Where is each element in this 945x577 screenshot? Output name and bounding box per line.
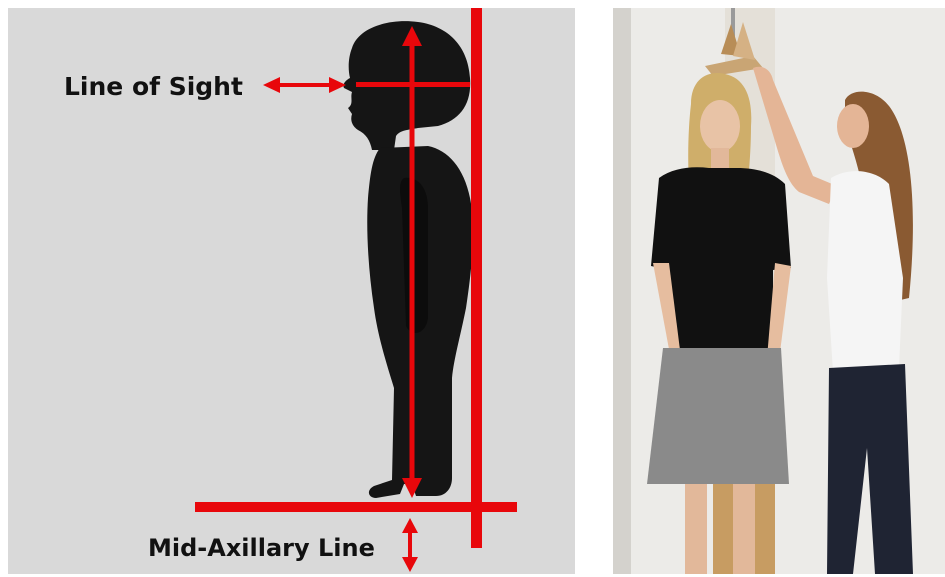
- height-measurement-diagram: Line of Sight Mid-Axillary Line: [8, 8, 575, 574]
- sight-arrow-right-head: [329, 77, 346, 93]
- child-silhouette: [343, 21, 473, 498]
- height-measurement-photo: [613, 8, 945, 574]
- vertical-back-board-line: [471, 8, 482, 548]
- floor-line: [195, 502, 517, 512]
- mid-axillary-line-label: Mid-Axillary Line: [148, 534, 375, 562]
- axillary-arrow-top-head: [402, 518, 418, 533]
- sight-arrow-left-head: [263, 77, 280, 93]
- axillary-arrow-bottom-head: [402, 557, 418, 572]
- photo-illustration: [613, 8, 945, 574]
- line-of-sight-label: Line of Sight: [64, 72, 243, 101]
